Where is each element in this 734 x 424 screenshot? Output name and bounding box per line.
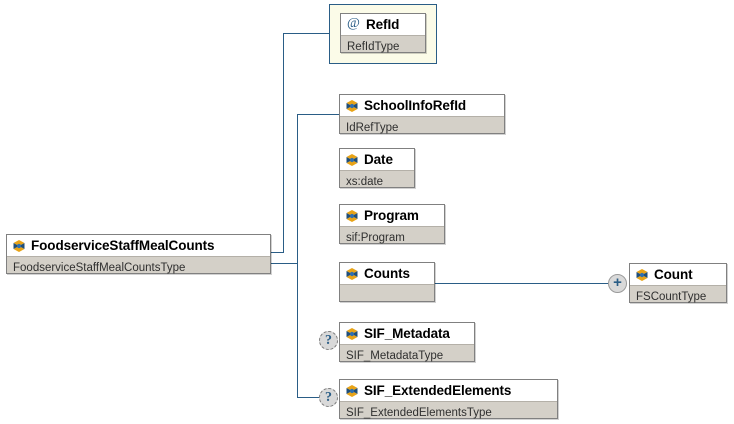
connector-counts-to-count	[434, 283, 612, 284]
node-typebar: SIF_ExtendedElementsType	[340, 401, 557, 419]
node-foodservicestaffmealcounts[interactable]: FoodserviceStaffMealCounts FoodserviceSt…	[6, 234, 271, 274]
expander-plus-icon[interactable]: +	[608, 274, 627, 293]
node-schoolinforefid[interactable]: SchoolInfoRefId IdRefType	[339, 94, 505, 134]
node-type: IdRefType	[346, 122, 399, 134]
node-header: Count	[630, 264, 726, 285]
at-icon: @	[347, 16, 360, 31]
node-title: FoodserviceStaffMealCounts	[31, 237, 215, 253]
node-typebar: RefIdType	[341, 35, 425, 53]
node-header: @ RefId	[341, 14, 425, 35]
node-title: RefId	[366, 16, 400, 32]
element-icon	[345, 209, 359, 223]
element-icon	[12, 239, 26, 253]
node-header: Program	[340, 205, 444, 226]
node-type: sif:Program	[346, 232, 405, 244]
connector-element-trunk-vertical	[297, 114, 298, 398]
node-title: SchoolInfoRefId	[364, 97, 466, 113]
node-typebar: FSCountType	[630, 285, 726, 303]
element-icon	[345, 327, 359, 341]
connector-root-to-attribute-trunk	[270, 252, 284, 253]
node-typebar: FoodserviceStaffMealCountsType	[7, 256, 270, 274]
node-typebar: sif:Program	[340, 226, 444, 244]
node-typebar: IdRefType	[340, 116, 504, 134]
connector-child-schoolinforefid	[297, 114, 340, 115]
node-typebar: SIF_MetadataType	[340, 344, 474, 362]
node-header: Counts	[340, 263, 434, 284]
element-icon	[345, 267, 359, 281]
node-count[interactable]: Count FSCountType	[629, 263, 727, 303]
node-type: SIF_ExtendedElementsType	[346, 407, 492, 419]
node-type: xs:date	[346, 176, 384, 188]
connector-child-sif-extendedelements	[297, 397, 319, 398]
node-program[interactable]: Program sif:Program	[339, 204, 445, 244]
connector-attribute-trunk-vertical	[283, 33, 284, 253]
node-sif-extendedelements[interactable]: SIF_ExtendedElements SIF_ExtendedElement…	[339, 379, 558, 419]
node-title: Counts	[364, 265, 410, 281]
element-icon	[345, 153, 359, 167]
node-header: SIF_ExtendedElements	[340, 380, 557, 401]
node-type: SIF_MetadataType	[346, 350, 444, 362]
node-title: Count	[654, 266, 693, 282]
node-title: SIF_Metadata	[364, 325, 450, 341]
optional-question-icon[interactable]: ?	[319, 388, 338, 407]
node-refid[interactable]: @ RefId RefIdType	[340, 13, 426, 53]
node-type: RefIdType	[347, 41, 400, 53]
element-icon	[345, 384, 359, 398]
node-type: FSCountType	[636, 291, 707, 303]
connector-attribute-refid	[283, 33, 340, 34]
element-icon	[635, 268, 649, 282]
element-icon	[345, 99, 359, 113]
node-title: SIF_ExtendedElements	[364, 382, 512, 398]
node-header: FoodserviceStaffMealCounts	[7, 235, 270, 256]
node-type: FoodserviceStaffMealCountsType	[13, 262, 186, 274]
node-typebar	[340, 284, 434, 301]
connector-root-to-element-trunk	[270, 263, 298, 264]
node-date[interactable]: Date xs:date	[339, 148, 415, 188]
optional-question-icon[interactable]: ?	[319, 331, 338, 350]
node-counts[interactable]: Counts	[339, 262, 435, 302]
node-header: SIF_Metadata	[340, 323, 474, 344]
node-typebar: xs:date	[340, 170, 414, 188]
node-sif-metadata[interactable]: SIF_Metadata SIF_MetadataType	[339, 322, 475, 362]
node-title: Date	[364, 151, 393, 167]
node-header: Date	[340, 149, 414, 170]
node-header: SchoolInfoRefId	[340, 95, 504, 116]
node-title: Program	[364, 207, 419, 223]
